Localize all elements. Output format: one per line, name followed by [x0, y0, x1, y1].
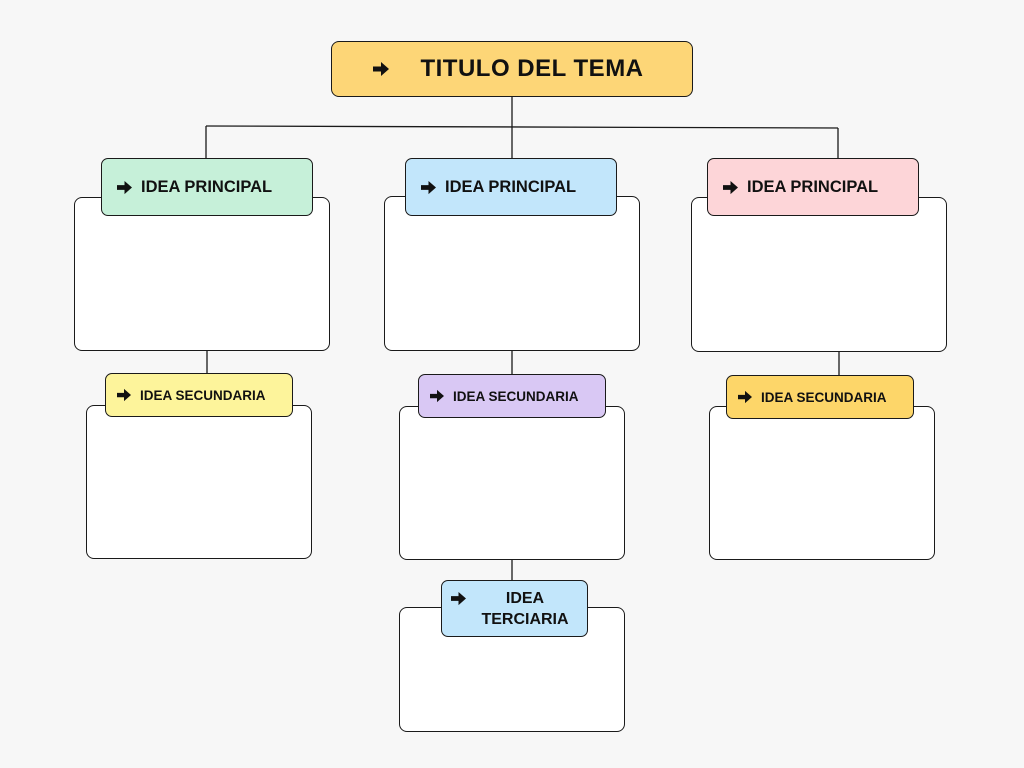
secondary-card-3: [709, 406, 935, 560]
topic-title: TITULO DEL TEMA: [331, 41, 693, 97]
secondary-idea-2: IDEA SECUNDARIA: [418, 374, 606, 418]
principal-idea-1: IDEA PRINCIPAL: [101, 158, 313, 216]
secondary-idea-2-text: IDEA SECUNDARIA: [453, 388, 579, 404]
secondary-card-2: [399, 406, 625, 560]
arrow-right-icon: [372, 61, 390, 77]
principal-card-1: [74, 197, 330, 351]
secondary-idea-3: IDEA SECUNDARIA: [726, 375, 914, 419]
principal-card-2: [384, 196, 640, 351]
arrow-right-icon: [450, 591, 467, 606]
arrow-right-icon: [116, 180, 133, 195]
principal-card-3: [691, 197, 947, 352]
principal-idea-2-text: IDEA PRINCIPAL: [445, 177, 577, 196]
principal-idea-3: IDEA PRINCIPAL: [707, 158, 919, 216]
arrow-right-icon: [722, 180, 739, 195]
topic-title-text: TITULO DEL TEMA: [420, 55, 644, 82]
tertiary-idea-text: IDEA TERCIARIA: [481, 589, 569, 628]
arrow-right-icon: [737, 390, 753, 404]
arrow-right-icon: [116, 388, 132, 402]
tertiary-idea: IDEA TERCIARIA: [441, 580, 588, 637]
secondary-idea-1-text: IDEA SECUNDARIA: [140, 387, 266, 403]
arrow-right-icon: [420, 180, 437, 195]
principal-idea-2: IDEA PRINCIPAL: [405, 158, 617, 216]
principal-idea-3-text: IDEA PRINCIPAL: [747, 177, 879, 196]
secondary-idea-3-text: IDEA SECUNDARIA: [761, 389, 887, 405]
principal-idea-1-text: IDEA PRINCIPAL: [141, 177, 273, 196]
arrow-right-icon: [429, 389, 445, 403]
secondary-card-1: [86, 405, 312, 559]
secondary-idea-1: IDEA SECUNDARIA: [105, 373, 293, 417]
